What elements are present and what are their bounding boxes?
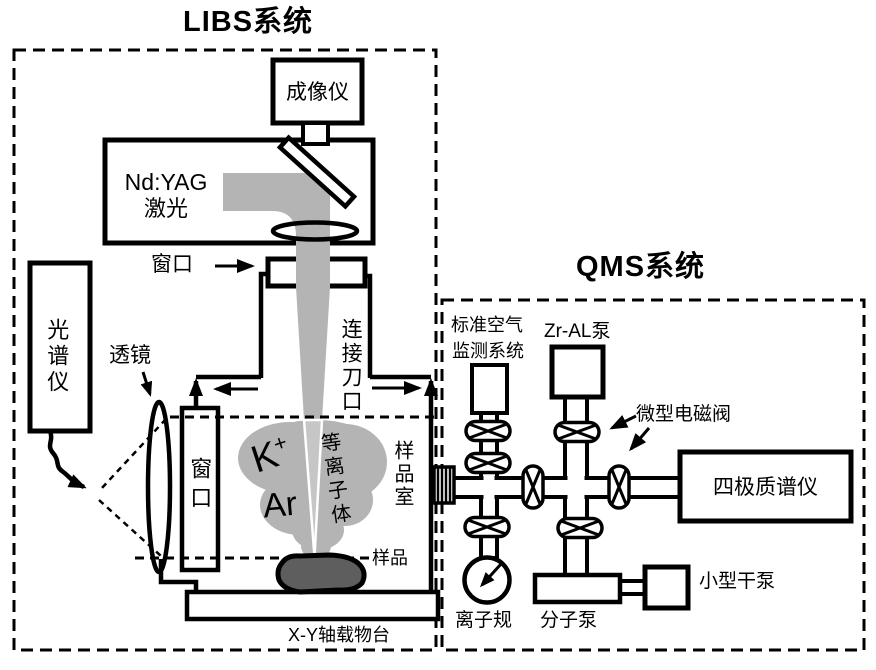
laser-beam	[223, 173, 330, 287]
valve-icon	[464, 451, 512, 475]
valve-icon	[553, 420, 601, 444]
molecular-pump-label: 分子泵	[540, 610, 598, 631]
chamber-left-step	[158, 559, 199, 592]
plasma-ar-label: Ar	[261, 484, 299, 526]
sample-chamber-label: 样品室	[391, 440, 413, 509]
beam-cone-focus	[302, 418, 324, 558]
connect-knife-label: 连接刀口	[339, 318, 363, 414]
dry-pump-label: 小型干泵	[699, 571, 776, 592]
imager-box	[270, 57, 365, 126]
chamber-neck-right-wall	[365, 273, 373, 378]
valve-icon	[556, 516, 604, 540]
valve-icon	[463, 515, 511, 539]
valve-icon	[464, 419, 512, 443]
chamber-neck-left-wall	[258, 271, 268, 378]
std-air-label-line2: 监测系统	[452, 341, 524, 361]
imager-label: 成像仪	[286, 81, 349, 104]
junction-eraser	[483, 475, 495, 500]
sample-label: 样品	[372, 548, 408, 568]
lens-label-arrow	[140, 371, 153, 397]
std-air-label-line1: 标准空气	[451, 315, 523, 335]
side-window-label: 窗口	[187, 457, 213, 515]
std-air-monitor-box	[470, 363, 509, 415]
drypump-pipe	[618, 579, 647, 596]
quad-ms-label: 四极质谱仪	[713, 476, 818, 499]
valve-icon	[521, 464, 545, 510]
qms-title: QMS系统	[576, 251, 706, 283]
ion-gauge-needle	[479, 562, 503, 588]
xy-stage-label: X-Y轴载物台	[287, 625, 390, 645]
zral-pump-label: Zr-AL泵	[544, 321, 611, 342]
dry-pump-box	[642, 564, 691, 611]
sample-blob	[275, 552, 367, 595]
beam-cone-upper	[296, 287, 330, 420]
molecular-pump-box	[532, 572, 623, 605]
laser-label-line2: 激光	[143, 196, 188, 221]
side-window-box	[179, 405, 221, 573]
fiber-cable	[47, 430, 87, 490]
xy-stage-box	[184, 589, 441, 622]
libs-title: LIBS系统	[183, 6, 314, 38]
ray-lower-dashed	[98, 499, 162, 557]
quad-ms-box	[677, 449, 854, 524]
laser-label-line1: Nd:YAG	[124, 169, 208, 195]
ion-gauge-label: 离子规	[455, 610, 513, 631]
focusing-lens	[270, 220, 360, 242]
mirror-45deg	[276, 134, 358, 210]
feedthrough	[429, 465, 456, 505]
zral-pump-box	[549, 344, 606, 400]
valve-icon	[607, 464, 631, 510]
junction-eraser	[567, 475, 585, 500]
ray-upper-dashed	[100, 418, 167, 490]
top-window-label: 窗口	[151, 253, 193, 276]
libs-boundary-box	[12, 48, 438, 652]
solenoid-arrow-1	[609, 414, 637, 430]
lens-label: 透镜	[109, 344, 151, 367]
solenoid-arrow-2	[629, 427, 651, 452]
spectrometer-label: 光谱仪	[44, 318, 70, 396]
solenoid-valve-label: 微型电磁阀	[636, 404, 732, 425]
imager-connector	[301, 121, 330, 146]
spectrometer-box	[27, 260, 93, 434]
